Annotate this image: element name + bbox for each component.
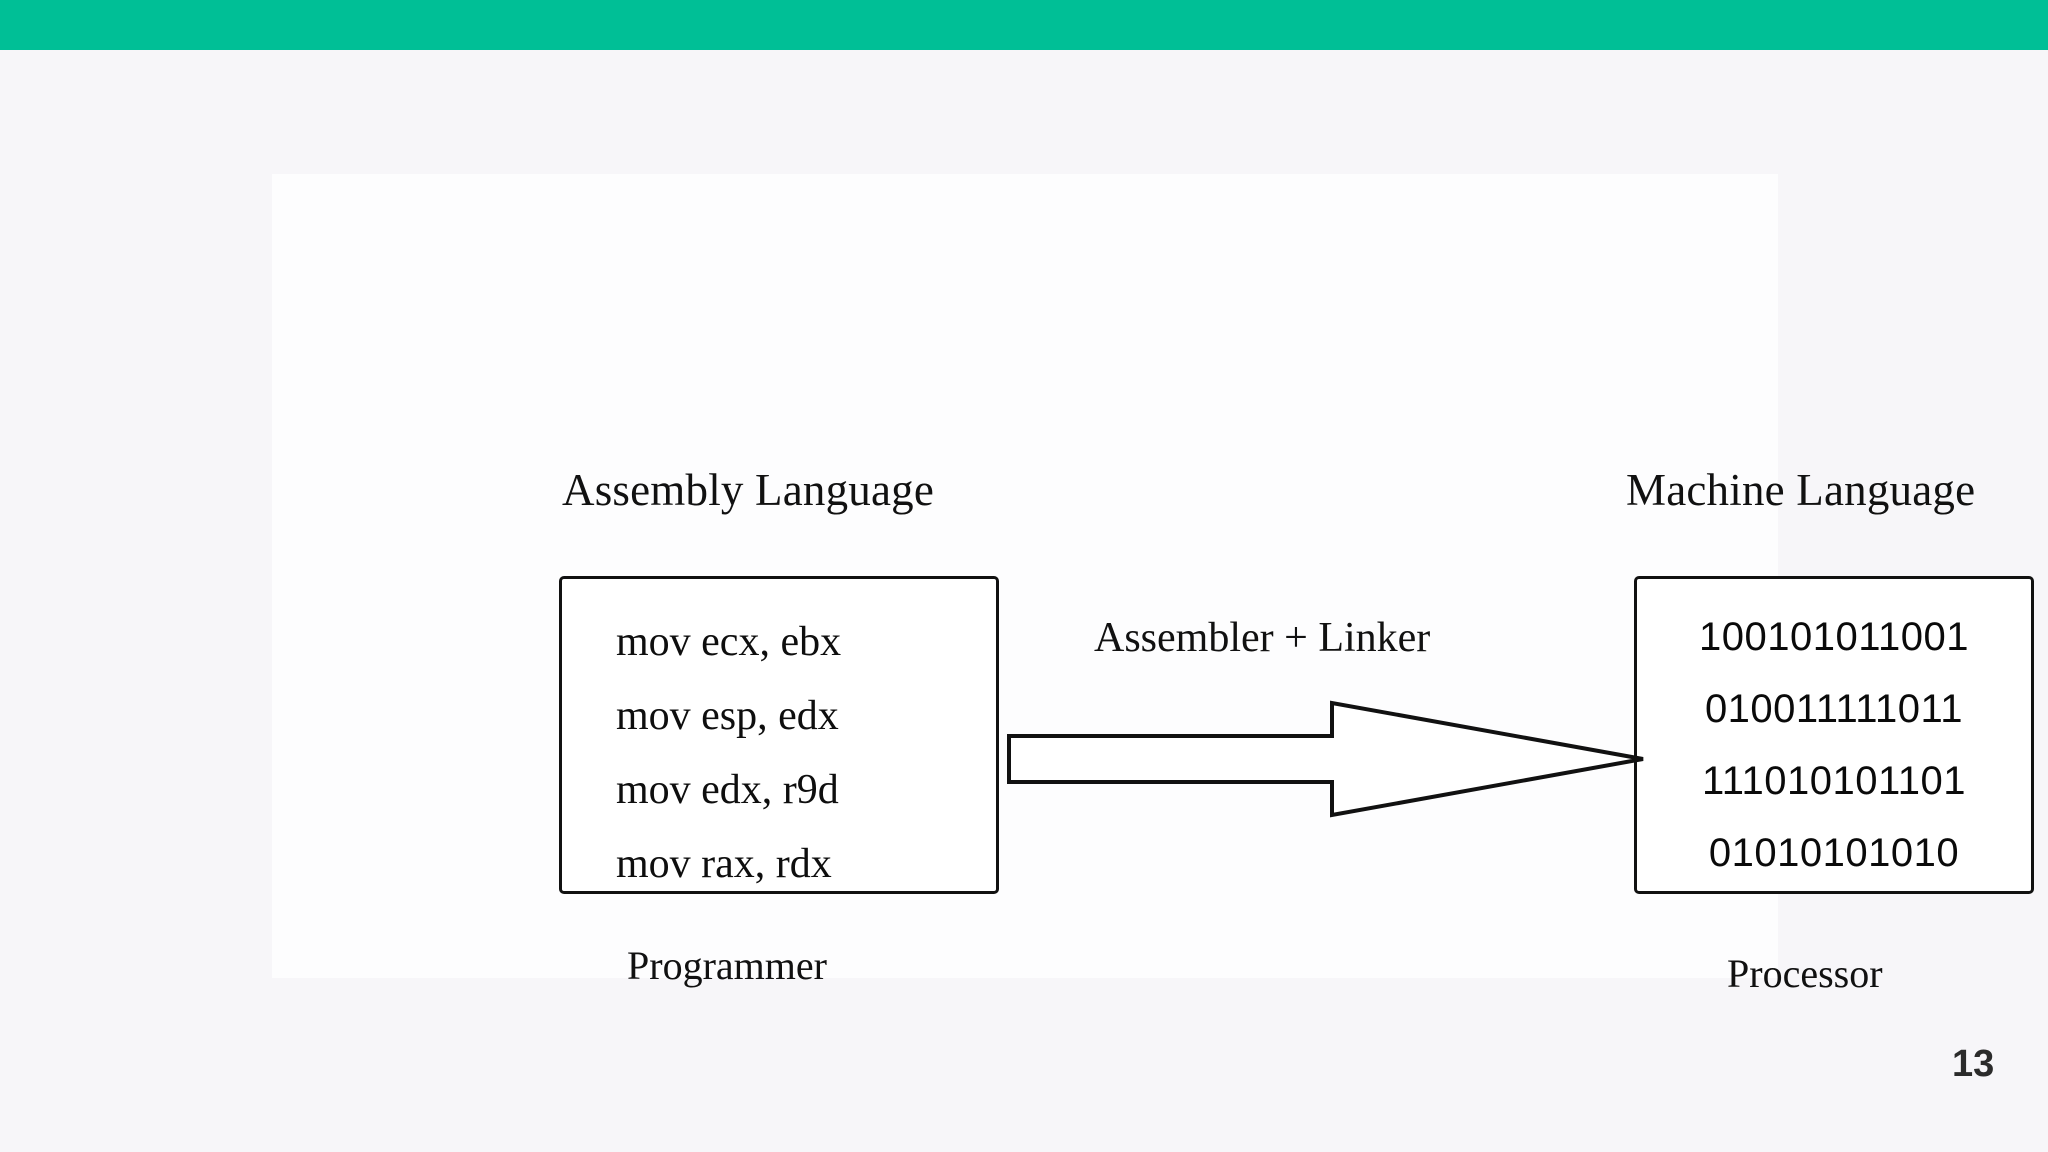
- processor-caption: Processor: [1727, 951, 1883, 996]
- assembly-code-line: mov rax, rdx: [616, 841, 832, 887]
- machine-code-box: 100101011001 010011111011 111010101101 0…: [1634, 576, 2034, 894]
- machine-language-heading: Machine Language: [1626, 465, 1976, 515]
- block-arrow-right-icon: [1007, 689, 1647, 829]
- programmer-caption: Programmer: [627, 943, 827, 988]
- assembly-code-line: mov ecx, ebx: [616, 619, 842, 665]
- binary-code-line: 01010101010: [1708, 831, 1960, 875]
- page-number: 13: [1952, 1043, 1995, 1085]
- binary-code-line: 100101011001: [1699, 615, 1969, 659]
- assembly-code-line: mov esp, edx: [616, 693, 839, 739]
- assembler-linker-label: Assembler + Linker: [1094, 615, 1431, 661]
- binary-code-line: 111010101101: [1701, 759, 1967, 803]
- binary-code-line: 010011111011: [1704, 687, 1964, 731]
- assembly-code-box: mov ecx, ebx mov esp, edx mov edx, r9d m…: [559, 576, 999, 894]
- top-accent-bar: [0, 0, 2048, 50]
- slide-content-panel: Assembly Language Machine Language mov e…: [272, 174, 2034, 996]
- assembly-code-line: mov edx, r9d: [616, 767, 839, 813]
- assembly-language-heading: Assembly Language: [562, 465, 935, 515]
